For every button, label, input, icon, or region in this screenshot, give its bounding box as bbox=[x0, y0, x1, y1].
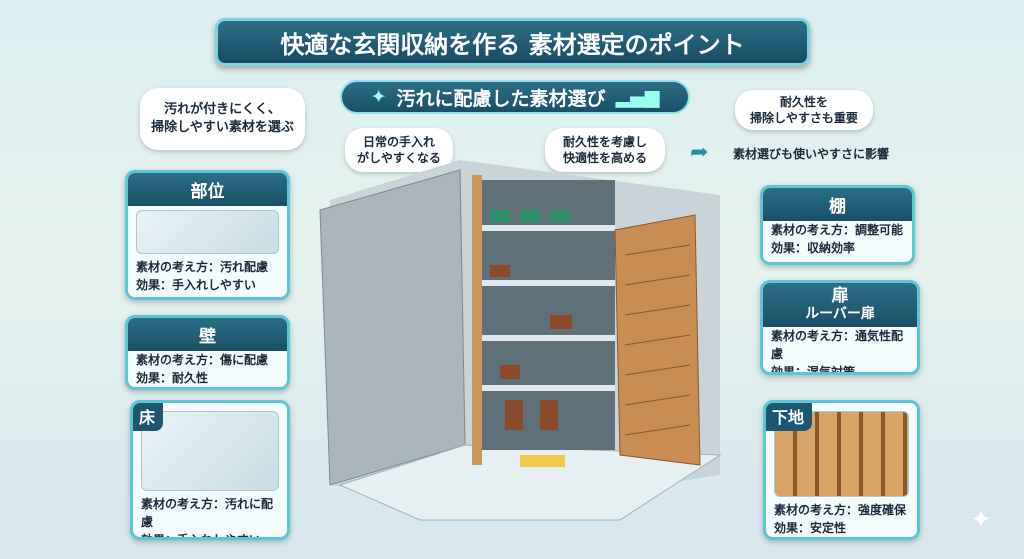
bubble-text: 掃除しやすい素材を選ぶ bbox=[151, 120, 294, 135]
subtitle: 汚れに配慮した素材選び bbox=[396, 87, 606, 110]
card-line: 効果：収納効率 bbox=[771, 241, 856, 255]
card-subtitle: ルーバー扉 bbox=[805, 306, 875, 322]
card-line: 効果：湿気対策 bbox=[771, 365, 856, 375]
bubble-text: 掃除しやすさも重要 bbox=[750, 111, 858, 125]
arrow-icon: ➦ bbox=[690, 140, 709, 165]
wall-panel bbox=[319, 169, 466, 486]
bubble-text: がしやすくなる bbox=[357, 151, 441, 165]
card-part: 部位 素材の考え方：汚れ配慮 効果：手入れしやすい bbox=[125, 170, 290, 300]
mop-icon bbox=[520, 455, 565, 467]
card-title: 部位 bbox=[128, 173, 287, 206]
card-title: 棚 bbox=[763, 188, 912, 221]
frame-post bbox=[472, 175, 482, 465]
cabinet-illustration bbox=[319, 160, 722, 521]
bubble-text: 日常の手入れ bbox=[362, 135, 435, 149]
card-line: 効果：手入れしやすい bbox=[136, 278, 256, 292]
note-text: 素材選びも使いやすさに影響 bbox=[733, 147, 890, 161]
card-door: 扉ルーバー扉 素材の考え方：通気性配慮 効果：湿気対策 bbox=[760, 280, 920, 375]
main-title-banner: 快適な玄関収納を作る 素材選定のポイント bbox=[215, 18, 810, 66]
card-line: 素材の考え方：汚れに配慮 bbox=[141, 497, 274, 529]
card-line: 素材の考え方：通気性配慮 bbox=[771, 329, 904, 361]
card-title: 壁 bbox=[128, 318, 287, 351]
main-title: 快適な玄関収納を作る 素材選定のポイント bbox=[280, 30, 745, 59]
card-title: 扉 bbox=[831, 286, 849, 306]
bubble-top-right: 耐久性を掃除しやすさも重要 bbox=[735, 90, 873, 130]
card-base: 下地 素材の考え方：強度確保 効果：安定性 bbox=[763, 400, 920, 540]
card-floor: 床 素材の考え方：汚れに配慮 効果：手入れしやすい bbox=[130, 400, 290, 540]
bubble-text: 耐久性を考慮し bbox=[562, 135, 647, 149]
card-header: 扉ルーバー扉 bbox=[763, 283, 917, 327]
floor-wipe-image bbox=[141, 411, 279, 491]
bubble-daily: 日常の手入れがしやすくなる bbox=[345, 128, 453, 172]
card-line: 素材の考え方：強度確保 bbox=[774, 503, 907, 517]
bubble-durability: 耐久性を考慮し快適性を高める bbox=[545, 128, 665, 172]
bubble-text: 快適性を高める bbox=[562, 151, 647, 165]
card-shelf: 棚 素材の考え方：調整可能 効果：収納効率 bbox=[760, 185, 915, 265]
bubble-top-left: 汚れが付きにくく、掃除しやすい素材を選ぶ bbox=[140, 88, 305, 150]
sparkle-watermark-icon: ✦ bbox=[970, 505, 992, 535]
card-line: 素材の考え方：汚れ配慮 bbox=[136, 260, 269, 274]
subtitle-banner: ✦ 汚れに配慮した素材選び ▂▄▆ bbox=[340, 80, 690, 114]
card-line: 効果：手入れしやすい bbox=[141, 533, 261, 540]
sparkle-icon: ✦ bbox=[370, 86, 387, 108]
card-title: 下地 bbox=[766, 403, 813, 431]
card-line: 素材の考え方：調整可能 bbox=[771, 223, 904, 237]
floor-tiles bbox=[338, 444, 722, 521]
bubble-text: 耐久性を bbox=[779, 95, 828, 109]
card-title: 床 bbox=[133, 403, 164, 431]
card-wall: 壁 素材の考え方：傷に配慮 効果：耐久性 bbox=[125, 315, 290, 390]
tile-wipe-image bbox=[136, 210, 279, 254]
card-line: 効果：耐久性 bbox=[136, 371, 209, 385]
wood-frame-image bbox=[774, 411, 909, 497]
bubble-text: 汚れが付きにくく、 bbox=[164, 102, 281, 117]
chart-icon: ▂▄▆ bbox=[615, 86, 660, 108]
card-line: 素材の考え方：傷に配慮 bbox=[136, 353, 269, 367]
card-line: 効果：安定性 bbox=[774, 521, 847, 535]
